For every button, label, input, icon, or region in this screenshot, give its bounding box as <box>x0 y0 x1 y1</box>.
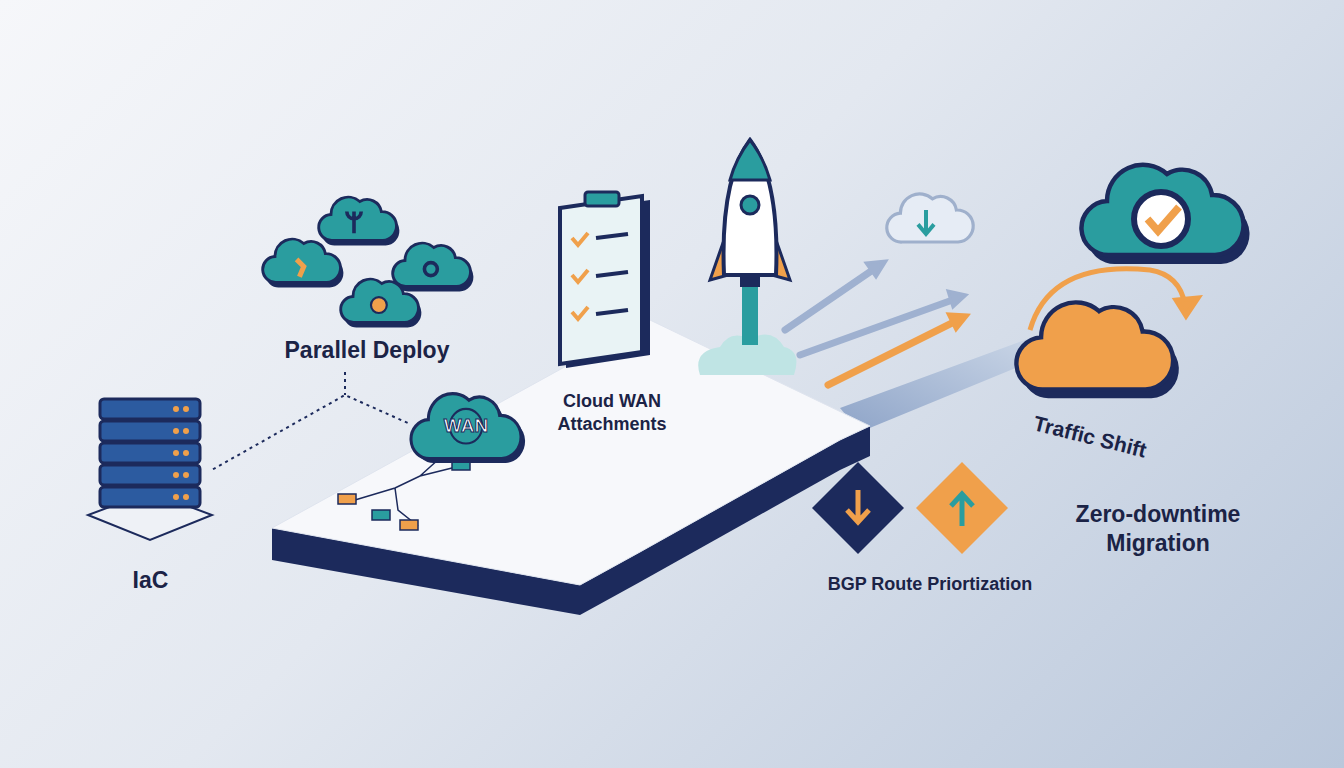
parallel-clouds <box>341 279 422 327</box>
checklist-clipboard <box>572 270 588 282</box>
section-label: BGP Route Priortization <box>790 573 1070 596</box>
bgp-diamonds <box>916 462 1008 554</box>
dotted-connector <box>213 395 410 469</box>
shift-arrows <box>948 291 966 307</box>
parallel-clouds <box>263 239 341 282</box>
checklist-clipboard <box>596 272 628 276</box>
rocket <box>724 140 777 275</box>
target-cloud-check <box>1081 165 1249 264</box>
server-led <box>183 472 189 478</box>
server-led <box>173 494 179 500</box>
checklist-clipboard <box>585 192 619 206</box>
server-layer <box>100 465 200 485</box>
checklist-clipboard <box>560 196 642 364</box>
parallel-clouds <box>347 212 361 234</box>
shift-arrows <box>800 298 958 355</box>
shift-arrows <box>785 265 880 330</box>
parallel-clouds <box>371 297 387 313</box>
bgp-diamonds <box>812 462 904 554</box>
rocket <box>741 196 759 214</box>
flow-glyph <box>372 510 390 520</box>
bgp-diamonds <box>951 494 973 526</box>
node-outline <box>88 395 213 530</box>
parallel-clouds <box>297 259 304 276</box>
checklist-clipboard <box>572 233 588 319</box>
section-label: Zero-downtime Migration <box>1058 500 1258 558</box>
leader-line <box>344 372 346 395</box>
parallel-clouds <box>319 197 400 245</box>
parallel-clouds <box>341 279 419 322</box>
flow-glyph <box>355 458 460 526</box>
checklist-clipboard <box>596 310 628 314</box>
cycle-arrow <box>1030 269 1198 330</box>
server-led <box>183 428 189 434</box>
platform <box>840 338 1030 432</box>
node-caption: IaC <box>88 567 213 594</box>
cloud-shape <box>411 394 525 463</box>
flow-glyph <box>338 458 470 530</box>
rocket <box>730 140 770 180</box>
cloud-node: WAN <box>410 385 522 463</box>
parallel-clouds <box>393 243 471 286</box>
rocket <box>698 140 796 375</box>
parallel-clouds <box>263 197 474 327</box>
download-cloud <box>887 194 973 242</box>
checklist-clipboard <box>572 307 588 319</box>
server-led <box>173 428 179 434</box>
checklist-clipboard <box>572 233 588 245</box>
source-cloud <box>1016 302 1178 398</box>
flow-glyph <box>338 494 356 504</box>
bgp-diamonds <box>812 462 1008 554</box>
parallel-clouds <box>424 263 437 276</box>
shift-arrows <box>785 261 968 385</box>
parallel-clouds <box>263 239 344 287</box>
flow-glyph <box>400 520 418 530</box>
source-cloud <box>1016 302 1173 389</box>
shift-arrows <box>948 314 968 330</box>
rocket <box>742 285 758 345</box>
server-stack: IaC <box>88 395 213 530</box>
checklist-clipboard <box>560 192 650 368</box>
download-cloud <box>918 210 934 234</box>
server-layer <box>100 421 200 441</box>
target-cloud-check <box>1148 207 1180 231</box>
server-layer <box>100 487 200 507</box>
target-cloud-check <box>1081 165 1243 255</box>
shift-arrows <box>828 320 958 385</box>
cycle-arrow <box>1030 269 1185 330</box>
parallel-clouds <box>319 197 397 240</box>
cloud-outline <box>411 394 521 459</box>
cycle-arrow <box>1176 298 1198 316</box>
parallel-clouds <box>393 243 474 291</box>
section-label: Cloud WAN Attachments <box>542 390 682 435</box>
server-led <box>183 450 189 456</box>
section-label: Parallel Deploy <box>252 336 482 365</box>
server-led <box>173 472 179 478</box>
rocket <box>740 275 760 287</box>
checklist-clipboard <box>596 234 628 314</box>
server-led <box>183 494 189 500</box>
checklist-clipboard <box>596 234 628 238</box>
server-layer <box>100 443 200 463</box>
node-label: WAN <box>410 415 522 437</box>
bgp-diamonds <box>847 490 869 522</box>
download-cloud <box>887 194 973 242</box>
platform <box>272 320 1030 615</box>
target-cloud-check <box>1134 192 1188 246</box>
shift-arrows <box>866 261 886 277</box>
server-led <box>173 450 179 456</box>
server-led <box>173 406 179 412</box>
server-layer <box>100 399 200 419</box>
section-label: Traffic Shift <box>1004 404 1175 471</box>
server-led <box>183 406 189 412</box>
